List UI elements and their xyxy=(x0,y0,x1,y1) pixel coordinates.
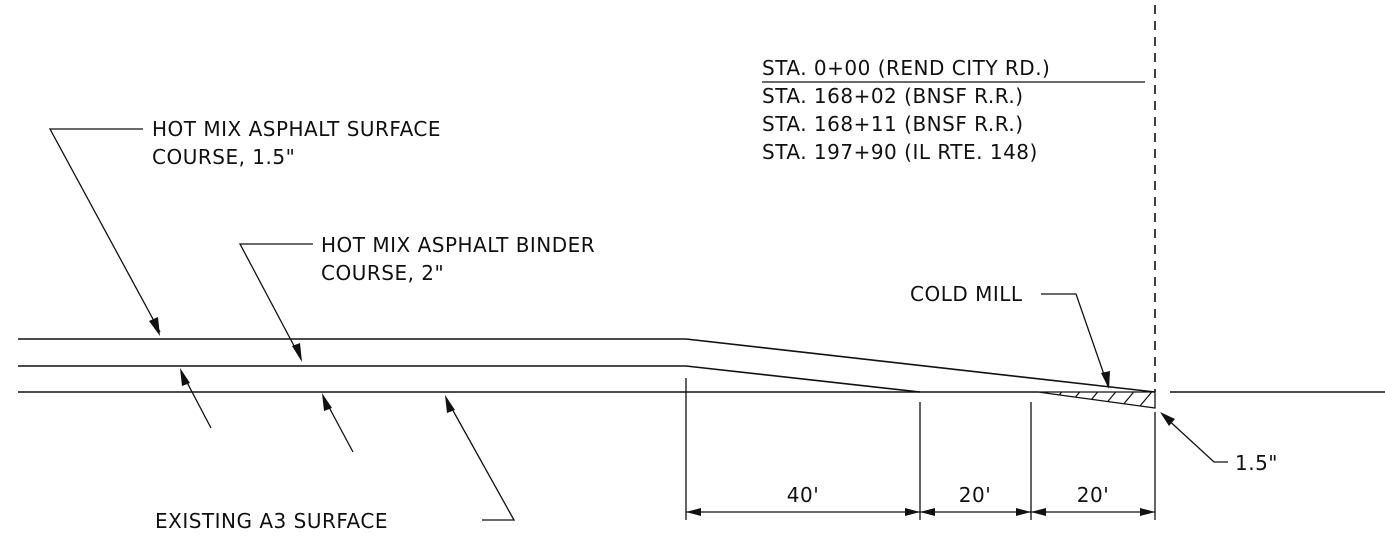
station-labels: STA. 0+00 (REND CITY RD.) STA. 168+02 (B… xyxy=(762,56,1145,164)
dimension-label-20-b: 20' xyxy=(1077,483,1109,507)
surface-thickness-arrowhead xyxy=(180,368,190,386)
surface-course-label-line1: HOT MIX ASPHALT SURFACE xyxy=(152,117,441,141)
binder-course-arrowhead xyxy=(292,343,302,362)
binder-thickness-arrowhead xyxy=(322,393,332,411)
dimension-label-20-a: 20' xyxy=(959,483,991,507)
dimension-line xyxy=(686,508,1155,516)
cold-mill-wedge-outline xyxy=(1037,391,1156,409)
dimension-labels: 40' 20' 20' xyxy=(787,483,1109,507)
station-label-3: STA. 168+11 (BNSF R.R.) xyxy=(762,112,1024,136)
surface-course-leader xyxy=(48,128,161,333)
cold-mill-wedge xyxy=(1037,391,1156,409)
binder-course-label-line1: HOT MIX ASPHALT BINDER xyxy=(321,233,595,257)
existing-surface-arrowhead xyxy=(445,395,455,413)
surface-course-taper-line xyxy=(685,338,1156,393)
depth-leader xyxy=(1163,415,1228,463)
cold-mill-leader xyxy=(1041,293,1109,387)
cold-mill-label: COLD MILL xyxy=(910,282,1023,306)
thickness-arrows xyxy=(180,368,354,453)
binder-course-taper-line xyxy=(685,365,921,393)
station-label-1: STA. 0+00 (REND CITY RD.) xyxy=(762,56,1050,80)
dimension-label-40: 40' xyxy=(787,483,819,507)
cold-mill-arrowhead xyxy=(1101,371,1110,389)
surface-course-callout: HOT MIX ASPHALT SURFACE COURSE, 1.5" xyxy=(48,117,441,336)
station-label-2: STA. 168+02 (BNSF R.R.) xyxy=(762,84,1024,108)
binder-course-leader xyxy=(238,243,313,360)
depth-label: 1.5" xyxy=(1235,451,1278,475)
binder-course-label-line2: COURSE, 2" xyxy=(321,261,444,285)
station-label-4: STA. 197+90 (IL RTE. 148) xyxy=(762,140,1038,164)
binder-course-callout: HOT MIX ASPHALT BINDER COURSE, 2" xyxy=(238,233,595,362)
existing-surface-label: EXISTING A3 SURFACE xyxy=(155,509,388,533)
existing-surface-callout: EXISTING A3 SURFACE xyxy=(155,395,516,533)
pavement-layers xyxy=(18,338,1385,393)
depth-arrowhead xyxy=(1160,412,1175,426)
existing-surface-leader xyxy=(445,397,516,521)
surface-course-label-line2: COURSE, 1.5" xyxy=(152,145,295,169)
depth-callout: 1.5" xyxy=(1160,412,1278,475)
surface-course-arrowhead xyxy=(149,317,160,336)
dimension-extension-lines xyxy=(685,378,1156,520)
cold-mill-callout: COLD MILL xyxy=(910,282,1110,389)
